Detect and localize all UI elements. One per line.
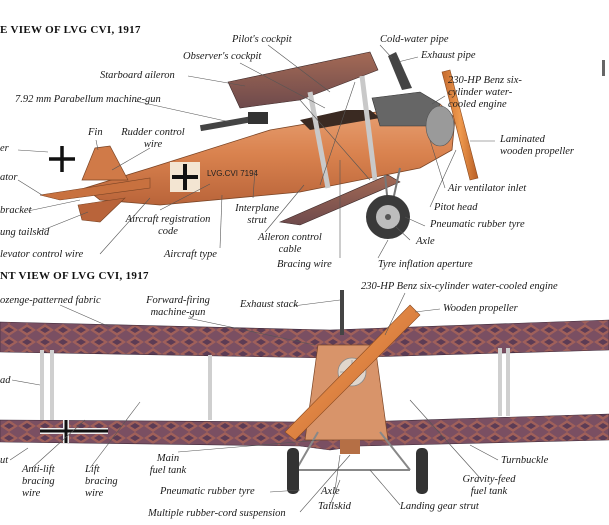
label-bracket: bracket <box>0 205 32 216</box>
side-view-heading: E VIEW OF LVG CVI, 1917 <box>0 24 141 36</box>
label-bracing-wire: Bracing wire <box>277 259 332 270</box>
tailplane <box>39 177 151 201</box>
label-anti-lift: Anti-lift bracing wire <box>22 464 55 499</box>
propeller-side <box>441 69 479 181</box>
label-tyre-inflation: Tyre inflation aperture <box>378 259 473 270</box>
label-lift-bracing: Lift bracing wire <box>85 464 118 499</box>
label-turnbuckle: Turnbuckle <box>501 455 549 466</box>
label-aileron-control-cable: Aileron control cable <box>258 232 322 255</box>
page-edge-mark <box>602 60 605 76</box>
label-ut: ut <box>0 455 9 466</box>
label-main-fuel-tank: Main fuel tank <box>149 453 187 476</box>
label-air-ventilator: Air ventilator inlet <box>448 183 527 194</box>
label-wooden-propeller: Wooden propeller <box>443 303 518 314</box>
label-axle-front: Axle <box>321 486 340 497</box>
label-cold-water-pipe: Cold-water pipe <box>380 34 449 45</box>
label-pneumatic-tyre-front: Pneumatic rubber tyre <box>160 486 255 497</box>
label-aircraft-type: Aircraft type <box>164 249 217 260</box>
registration-text: LVG.CVI 7194 <box>207 169 259 178</box>
label-laminated-propeller: Laminated wooden propeller <box>500 134 574 157</box>
exhaust-pipe-drawing <box>388 52 412 90</box>
label-elevator-control-wire: levator control wire <box>0 249 84 260</box>
label-engine-side: 230-HP Benz six-cylinder water-cooled en… <box>448 75 522 110</box>
label-pneumatic-tyre-side: Pneumatic rubber tyre <box>430 219 525 230</box>
tail-cross <box>49 146 75 172</box>
upper-wing <box>227 51 379 109</box>
front-wheel-left <box>287 448 299 494</box>
label-engine-front: 230-HP Benz six-cylinder water-cooled en… <box>361 281 558 292</box>
label-gravity-feed: Gravity-feed fuel tank <box>462 474 516 497</box>
label-machine-gun: 7.92 mm Parabellum machine-gun <box>15 94 161 105</box>
front-view-heading: NT VIEW OF LVG CVI, 1917 <box>0 270 149 282</box>
label-tailskid-front: Tailskid <box>318 501 351 512</box>
label-starboard-aileron: Starboard aileron <box>100 70 175 81</box>
label-exhaust-pipe: Exhaust pipe <box>421 50 476 61</box>
front-wheel-right <box>416 448 428 494</box>
label-observers-cockpit: Observer's cockpit <box>183 51 262 62</box>
label-interplane-strut: Interplane strut <box>235 203 279 226</box>
label-fin: Fin <box>88 127 103 138</box>
label-registration-code: Aircraft registration code <box>125 214 211 237</box>
tail-fin <box>81 145 129 181</box>
label-pilots-cockpit: Pilot's cockpit <box>232 34 292 45</box>
label-ator: ator <box>0 172 18 183</box>
label-pitot-head: Pitot head <box>434 202 478 213</box>
label-axle-side: Axle <box>416 236 435 247</box>
interplane-struts <box>307 75 378 189</box>
label-er: er <box>0 143 9 154</box>
side-view-illustration: LVG.CVI 7194 <box>17 44 495 259</box>
machine-gun-drawing <box>199 112 268 132</box>
label-rudder-control-wire: Rudder control wire <box>121 127 185 150</box>
label-suspension: Multiple rubber-cord suspension <box>148 508 286 519</box>
label-exhaust-stack: Exhaust stack <box>240 299 299 310</box>
label-lozenge-fabric: ozenge-patterned fabric <box>0 295 101 306</box>
label-tailskid-side: ung tailskid <box>0 227 50 238</box>
fuselage-cross <box>172 164 198 190</box>
label-landing-gear: Landing gear strut <box>400 501 479 512</box>
front-upper-wing <box>0 319 609 359</box>
label-forward-machine-gun: Forward-firing machine-gun <box>146 295 210 318</box>
label-ad: ad <box>0 375 11 386</box>
